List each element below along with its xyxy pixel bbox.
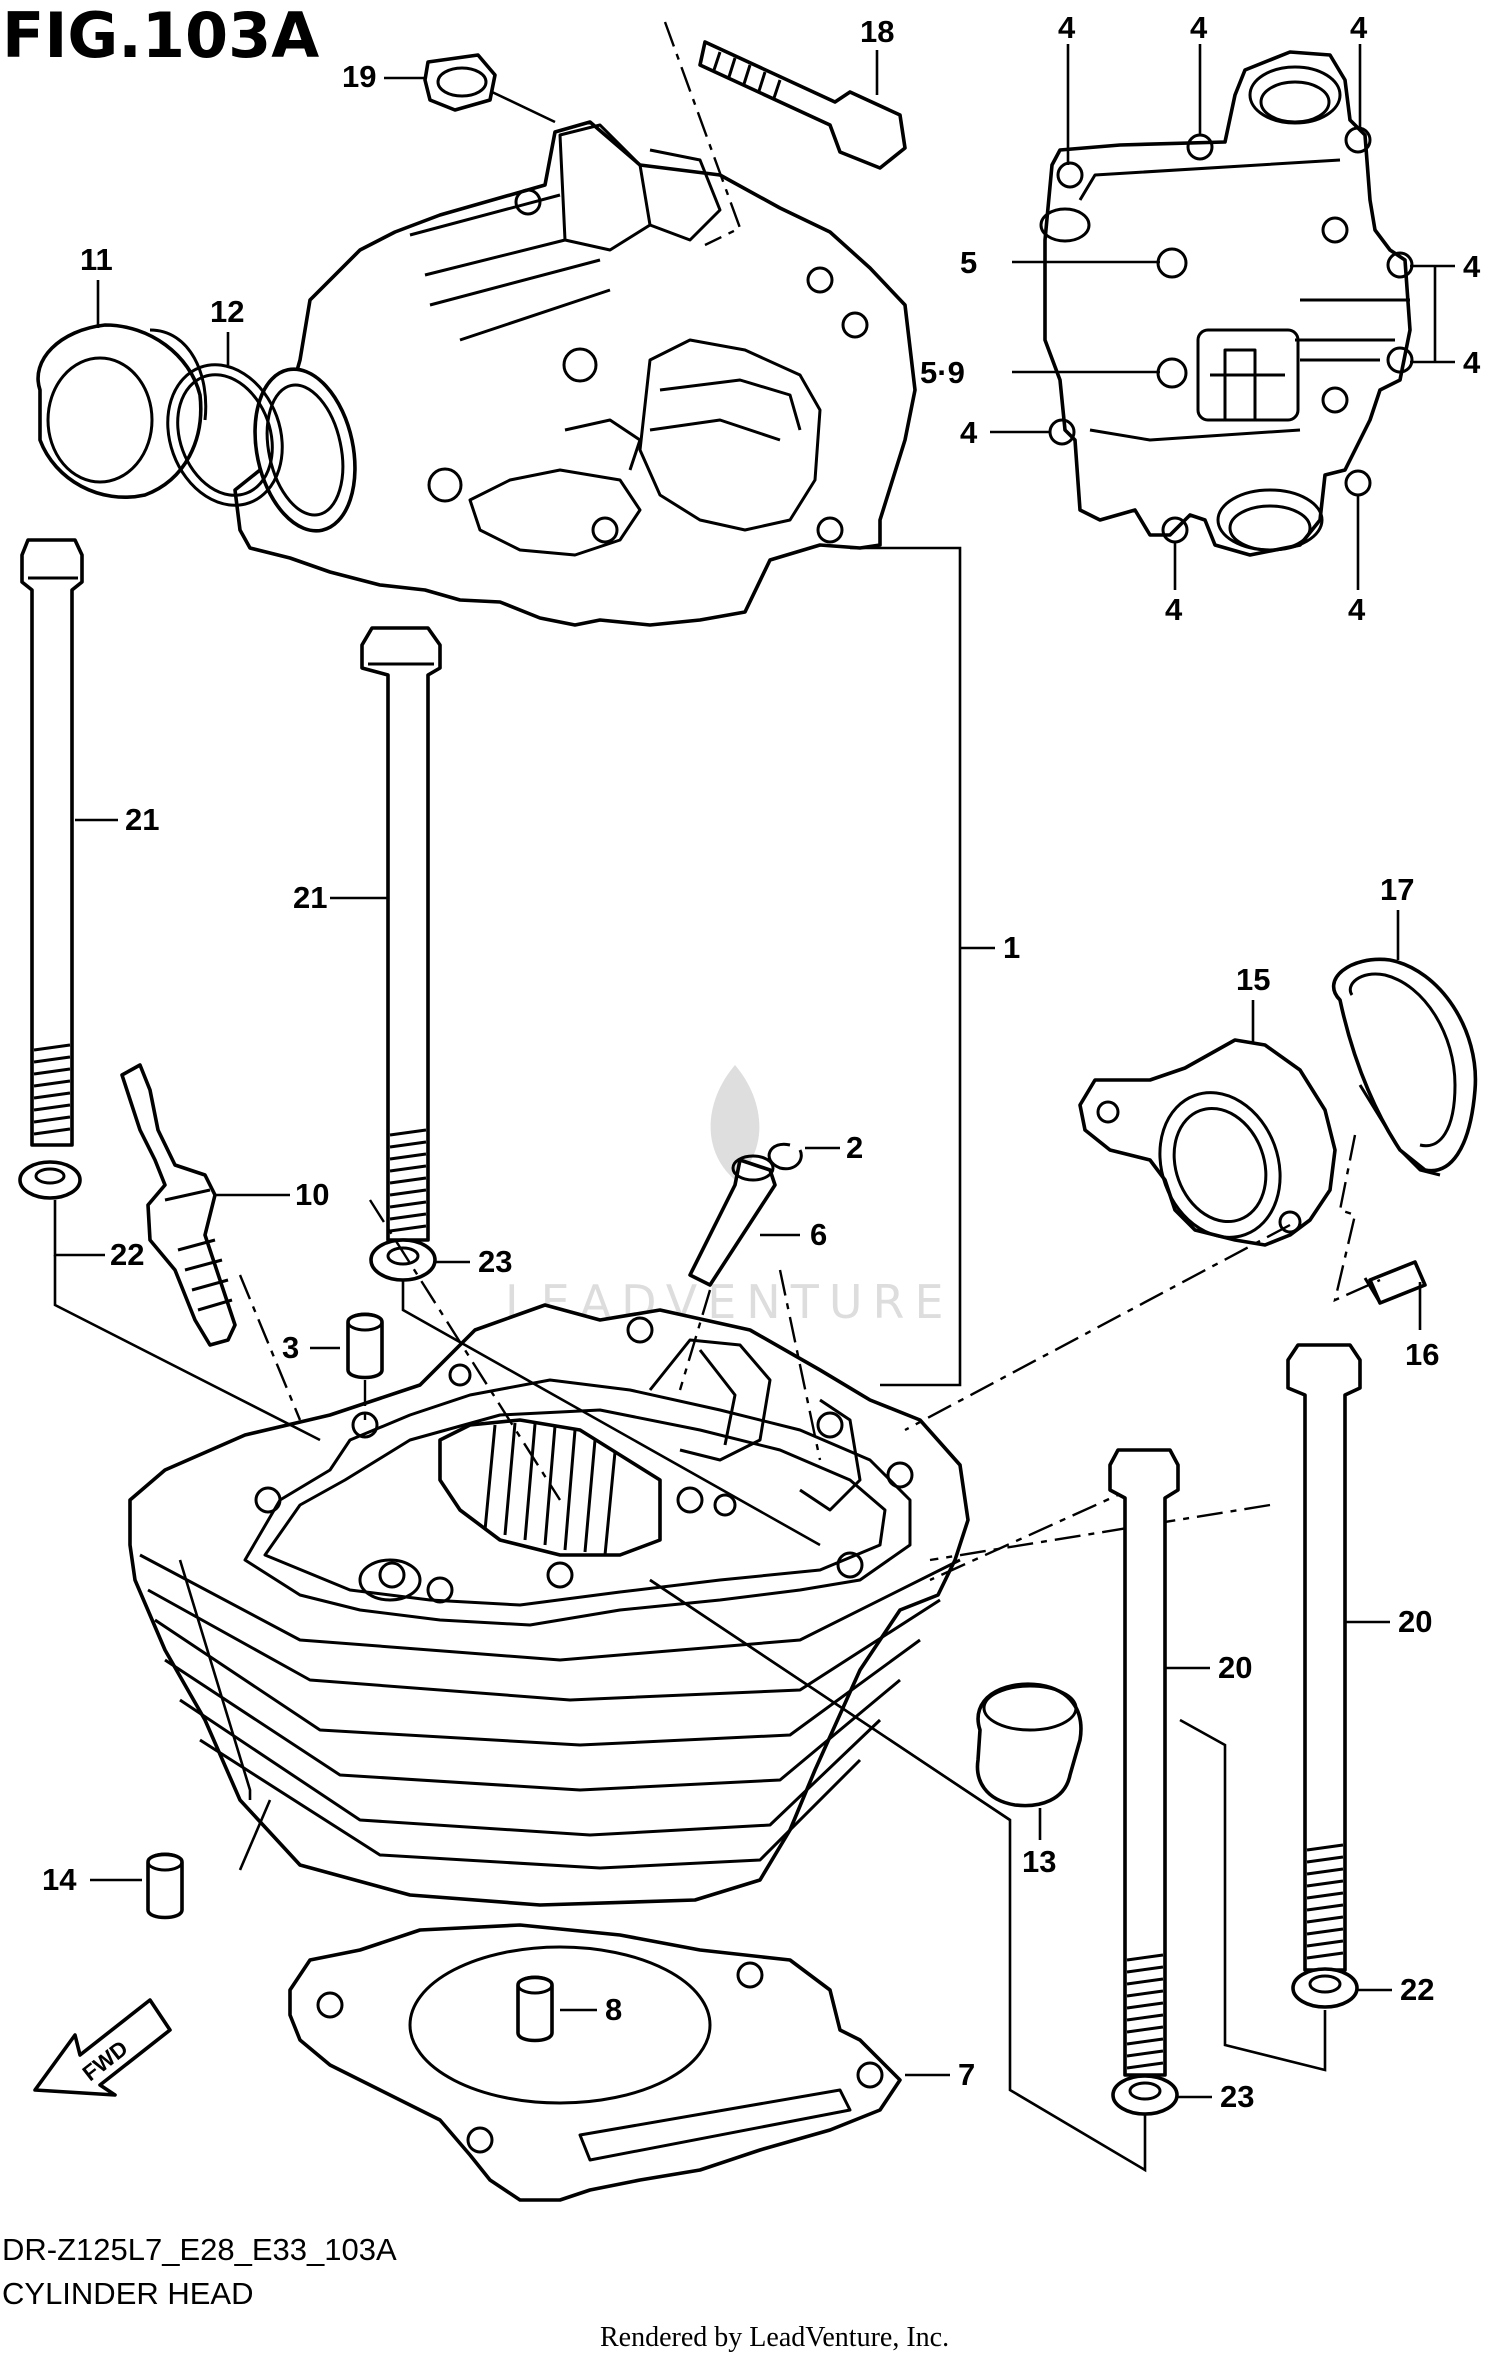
part-13-plug — [975, 1682, 1083, 1808]
callout-12: 12 — [210, 294, 244, 329]
part-11-seal — [36, 323, 208, 499]
figure-title: FIG.103A — [2, 0, 320, 72]
section-name: CYLINDER HEAD — [2, 2276, 254, 2311]
callout-19: 19 — [342, 59, 376, 94]
part-23-washer-upper — [369, 1238, 437, 1282]
callout-5-9: 5·9 — [920, 355, 965, 390]
part-20-stud-left — [1108, 1448, 1180, 2077]
callout-4-bottom-right: 4 — [1348, 592, 1366, 627]
part-10-spark-plug — [120, 1063, 237, 1347]
part-21-stud-right — [360, 626, 442, 1242]
callout-21-left: 21 — [125, 802, 159, 837]
cover-leaders — [990, 44, 1455, 590]
callout-7: 7 — [958, 2057, 975, 2092]
part-22-washer-lower — [1291, 1967, 1359, 2009]
callout-4-top-mid: 4 — [1190, 10, 1208, 45]
callout-18: 18 — [860, 14, 894, 49]
callout-16: 16 — [1405, 1337, 1439, 1372]
callout-20-right: 20 — [1398, 1604, 1432, 1639]
part-20-stud-right — [1286, 1343, 1362, 1972]
part-23-washer-lower — [1111, 2074, 1179, 2116]
part-21-stud-left — [20, 538, 84, 1147]
callout-14: 14 — [42, 1862, 77, 1897]
cylinder-head-cover-part — [233, 120, 917, 627]
callout-4-top-left: 4 — [1058, 10, 1076, 45]
fwd-arrow-icon: FWD — [33, 1998, 172, 2097]
part-2-clip — [767, 1142, 803, 1171]
part-16-screw — [1363, 1260, 1427, 1305]
callout-21-right: 21 — [293, 880, 327, 915]
callout-4-left: 4 — [960, 415, 978, 450]
callout-23-upper: 23 — [478, 1244, 512, 1279]
part-3-dowel — [346, 1312, 384, 1380]
callout-5: 5 — [960, 245, 977, 280]
part-17-clamp — [1332, 957, 1478, 1177]
part-19-nut — [423, 53, 497, 112]
part-8-dowel — [516, 1975, 554, 2043]
cover-top-view-detail — [1039, 50, 1414, 557]
callout-22-lower: 22 — [1400, 1972, 1434, 2007]
callout-4-right-lower: 4 — [1463, 345, 1481, 380]
callout-1: 1 — [1003, 930, 1020, 965]
callout-11: 11 — [80, 242, 113, 277]
callout-22-upper: 22 — [110, 1237, 144, 1272]
callout-17: 17 — [1380, 872, 1414, 907]
callout-13: 13 — [1022, 1844, 1056, 1879]
part-18-bolt — [698, 40, 907, 170]
part-15-intake-pipe — [1078, 1038, 1337, 1247]
callout-15: 15 — [1236, 962, 1270, 997]
callout-2: 2 — [846, 1130, 863, 1165]
callout-10: 10 — [295, 1177, 329, 1212]
render-credit: Rendered by LeadVenture, Inc. — [600, 2322, 950, 2353]
part-6-valve-guide — [688, 1154, 777, 1287]
part-7-gasket — [288, 1923, 902, 2202]
callout-4-top-right: 4 — [1350, 10, 1368, 45]
part-22-washer-upper — [18, 1160, 82, 1200]
part-14-dowel — [146, 1852, 184, 1920]
part-12-oring — [166, 363, 284, 507]
callout-3: 3 — [282, 1330, 299, 1365]
callout-4-right-upper: 4 — [1463, 249, 1481, 284]
cylinder-head-part — [128, 1303, 970, 1907]
callout-8: 8 — [605, 1992, 622, 2027]
callout-23-lower: 23 — [1220, 2079, 1254, 2114]
callout-20-left: 20 — [1218, 1650, 1252, 1685]
callout-4-bottom-left: 4 — [1165, 592, 1183, 627]
callout-labels: 19 18 11 12 4 4 4 4 4 4 4 4 5 5·9 21 21 … — [42, 10, 1481, 2114]
model-code: DR-Z125L7_E28_E33_103A — [2, 2232, 397, 2267]
callout-6: 6 — [810, 1217, 827, 1252]
